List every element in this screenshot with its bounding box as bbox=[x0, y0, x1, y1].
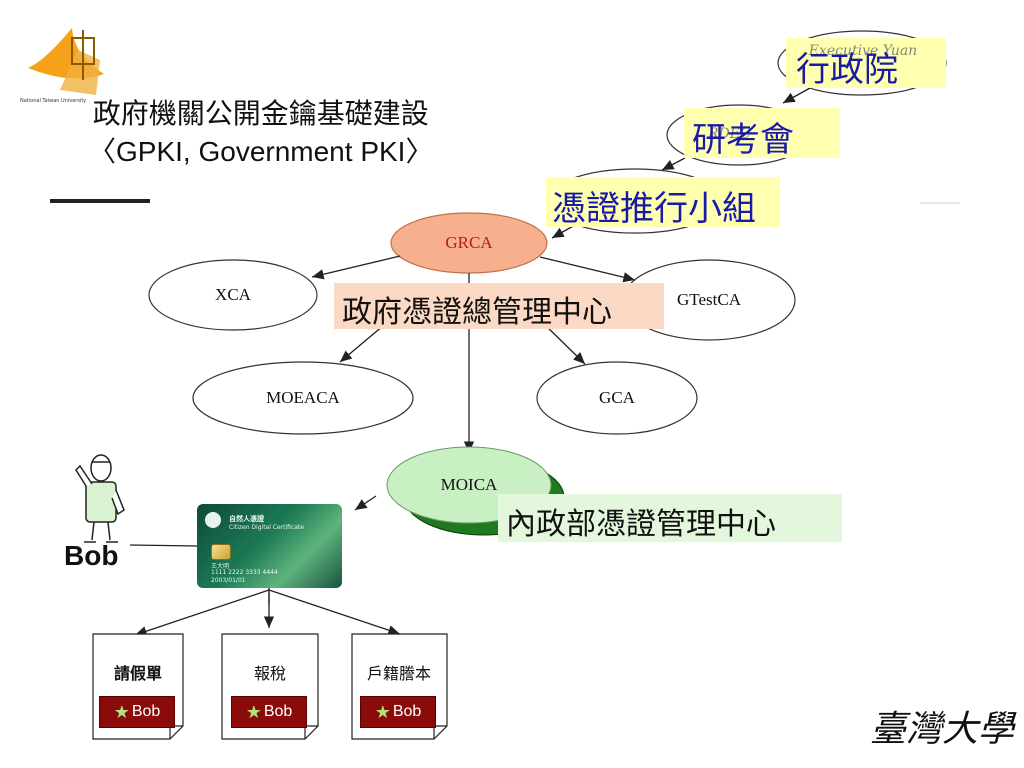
person-icon bbox=[75, 454, 125, 543]
card-subtitle: Citizen Digital Certificate bbox=[229, 524, 304, 531]
rdec-label-bg bbox=[684, 108, 840, 158]
moeaca-node-label: MOEACA bbox=[266, 388, 340, 407]
signature-name: Bob bbox=[392, 703, 422, 720]
signature-name: Bob bbox=[131, 703, 161, 720]
grca-node-label: GRCA bbox=[445, 233, 493, 252]
page-title: 政府機關公開金鑰基礎建設 〈GPKI, Government PKI〉 bbox=[88, 95, 433, 171]
executive-yuan-en-label: Executive Yuan bbox=[808, 43, 918, 59]
promotion-group-label: 憑證推行小組 bbox=[552, 189, 756, 229]
chip-icon bbox=[211, 544, 231, 560]
star-icon: ★ bbox=[374, 702, 391, 722]
document-2-title: 報稅 bbox=[253, 664, 286, 683]
moeaca-node bbox=[192, 361, 414, 435]
gtestca-node-label: GTestCA bbox=[677, 290, 741, 309]
promotion-group-label-bg bbox=[546, 177, 780, 227]
document-2: 報稅 ★ Bob bbox=[225, 634, 315, 738]
title-line-2: 〈GPKI, Government PKI〉 bbox=[88, 136, 434, 167]
title-line-1: 政府機關公開金鑰基礎建設 bbox=[92, 97, 429, 130]
citizen-certificate-card: 自然人憑證 Citizen Digital Certificate 王大明 11… bbox=[197, 504, 342, 588]
xca-node-label: XCA bbox=[215, 285, 251, 304]
logo-caption: National Taiwan University bbox=[20, 98, 87, 104]
star-icon: ★ bbox=[245, 702, 262, 722]
ntu-logo-icon bbox=[28, 28, 104, 95]
title-underline bbox=[50, 199, 150, 203]
emblem-icon bbox=[205, 512, 221, 528]
edge-ey-rdec bbox=[782, 87, 811, 104]
document-1-title: 請假單 bbox=[113, 664, 162, 683]
edge-card-doc3 bbox=[268, 589, 401, 636]
card-holder: 王大明 bbox=[211, 563, 230, 570]
rdec-en-label: RDEC bbox=[708, 126, 751, 142]
gca-node-label: GCA bbox=[599, 388, 635, 407]
document-3: 戶籍謄本 ★ Bob bbox=[354, 634, 444, 738]
moica-label-bg bbox=[498, 494, 842, 542]
moica-zh-label: 內政部憑證管理中心 bbox=[506, 507, 776, 542]
document-3-title: 戶籍謄本 bbox=[366, 664, 431, 683]
rdec-label: 研考會 bbox=[692, 120, 794, 160]
edge-group-grca bbox=[551, 224, 576, 239]
star-icon: ★ bbox=[113, 702, 130, 722]
document-1: 請假單 ★ Bob bbox=[93, 634, 183, 738]
grca-zh-label: 政府憑證總管理中心 bbox=[342, 295, 612, 330]
signature-seal: ★ Bob bbox=[99, 696, 175, 728]
bob-card-link bbox=[129, 544, 198, 547]
edge-card-doc1 bbox=[134, 589, 270, 637]
edge-rdec-group bbox=[661, 157, 686, 171]
signature-name: Bob bbox=[263, 703, 293, 720]
xca-node bbox=[148, 259, 318, 331]
gca-node bbox=[536, 361, 698, 435]
card-title: 自然人憑證 bbox=[229, 515, 264, 523]
edge-grca-gtestca bbox=[539, 256, 636, 283]
signature-seal: ★ Bob bbox=[360, 696, 436, 728]
bob-label: Bob bbox=[64, 540, 119, 571]
executive-yuan-label: 行政院 bbox=[796, 50, 898, 90]
signature-seal: ★ Bob bbox=[231, 696, 307, 728]
moica-node-label: MOICA bbox=[440, 475, 498, 494]
edge-grca-xca bbox=[311, 255, 401, 280]
ntu-calligraphy-signature: 臺灣大學 bbox=[870, 709, 1015, 750]
edge-moica-card bbox=[354, 495, 377, 511]
card-number: 1111 2222 3333 4444 bbox=[211, 569, 278, 576]
grca-label-bg bbox=[334, 283, 664, 329]
card-date: 2003/01/01 bbox=[211, 577, 246, 584]
executive-yuan-label-bg bbox=[786, 38, 946, 88]
